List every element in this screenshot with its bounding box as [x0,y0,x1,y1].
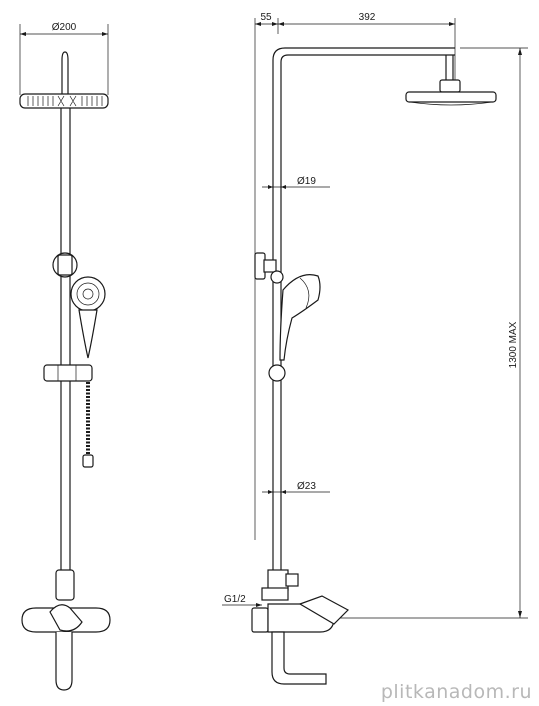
side-view: 55 392 Ø19 [222,12,528,685]
wall-bracket-side [254,252,284,284]
head-diameter-label: Ø200 [52,22,77,33]
rain-shower-head-front [19,93,109,109]
lower-pipe-diameter-dimension: Ø23 [262,481,330,494]
lower-pipe-diameter-label: Ø23 [297,481,316,492]
arm-length-label: 392 [359,12,376,23]
rain-shower-head-side [405,79,497,106]
upper-pipe-diameter-label: Ø19 [297,176,316,187]
riser-pipe-front [60,108,71,570]
slider-front [43,364,93,382]
watermark: plitkanadom.ru [381,681,532,703]
mixer-front [21,569,111,691]
mixer-side [251,569,349,685]
wall-bracket-front [52,252,78,278]
head-diameter-dimension: Ø200 [19,22,109,95]
upper-pipe-diameter-dimension: Ø19 [262,176,330,189]
head-neck [61,51,69,94]
inlet-thread-label: G1/2 [224,594,246,605]
top-dimensions: 55 392 [254,12,456,540]
slider-side [268,364,286,382]
hand-shower-front [70,276,106,359]
offset-label: 55 [260,12,272,23]
riser-pipe-side [272,47,455,570]
total-height-dimension: 1300 MAX [340,47,528,619]
front-view: Ø200 [19,22,111,691]
inlet-thread-dimension: G1/2 [222,594,262,607]
hand-shower-side [279,274,321,361]
hose-front [82,382,94,468]
total-height-label: 1300 MAX [508,321,519,368]
